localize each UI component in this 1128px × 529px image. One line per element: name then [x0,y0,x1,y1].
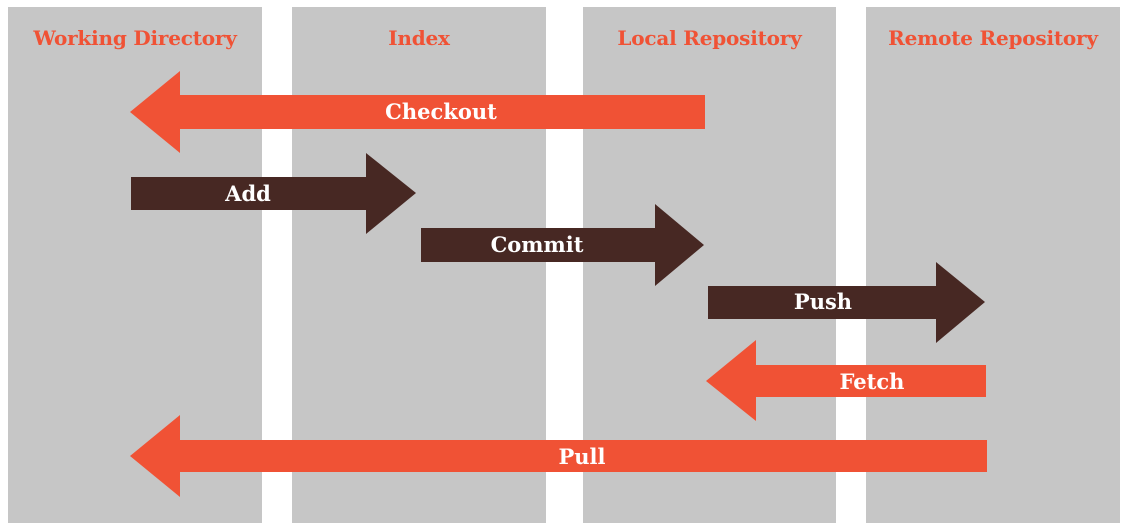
arrow-commit: Commit [421,204,704,286]
column-index: Index [292,7,546,523]
arrow-fetch: Fetch [706,340,986,421]
arrow-push-label: Push [794,289,852,314]
column-title-index: Index [388,26,450,50]
column-working-directory: Working Directory [8,7,262,523]
arrow-pull-shape [130,415,987,497]
column-title-remote-repository: Remote Repository [888,26,1098,50]
column-local-repository: Local Repository [583,7,836,523]
arrow-pull: Pull [130,415,987,497]
arrow-add: Add [131,153,416,234]
arrow-commit-label: Commit [491,232,584,257]
arrow-checkout-shape [130,71,705,153]
column-remote-repository: Remote Repository [866,7,1120,523]
arrow-push-shape [708,262,985,343]
arrow-add-shape [131,153,416,234]
arrow-fetch-label: Fetch [840,369,905,394]
arrow-pull-label: Pull [558,444,605,469]
column-title-local-repository: Local Repository [617,26,802,50]
arrow-add-label: Add [224,181,271,206]
arrow-push: Push [708,262,985,343]
arrow-fetch-shape [706,340,986,421]
arrow-checkout-label: Checkout [385,99,497,124]
arrow-checkout: Checkout [130,71,705,153]
column-title-working-directory: Working Directory [33,26,237,50]
arrow-commit-shape [421,204,704,286]
